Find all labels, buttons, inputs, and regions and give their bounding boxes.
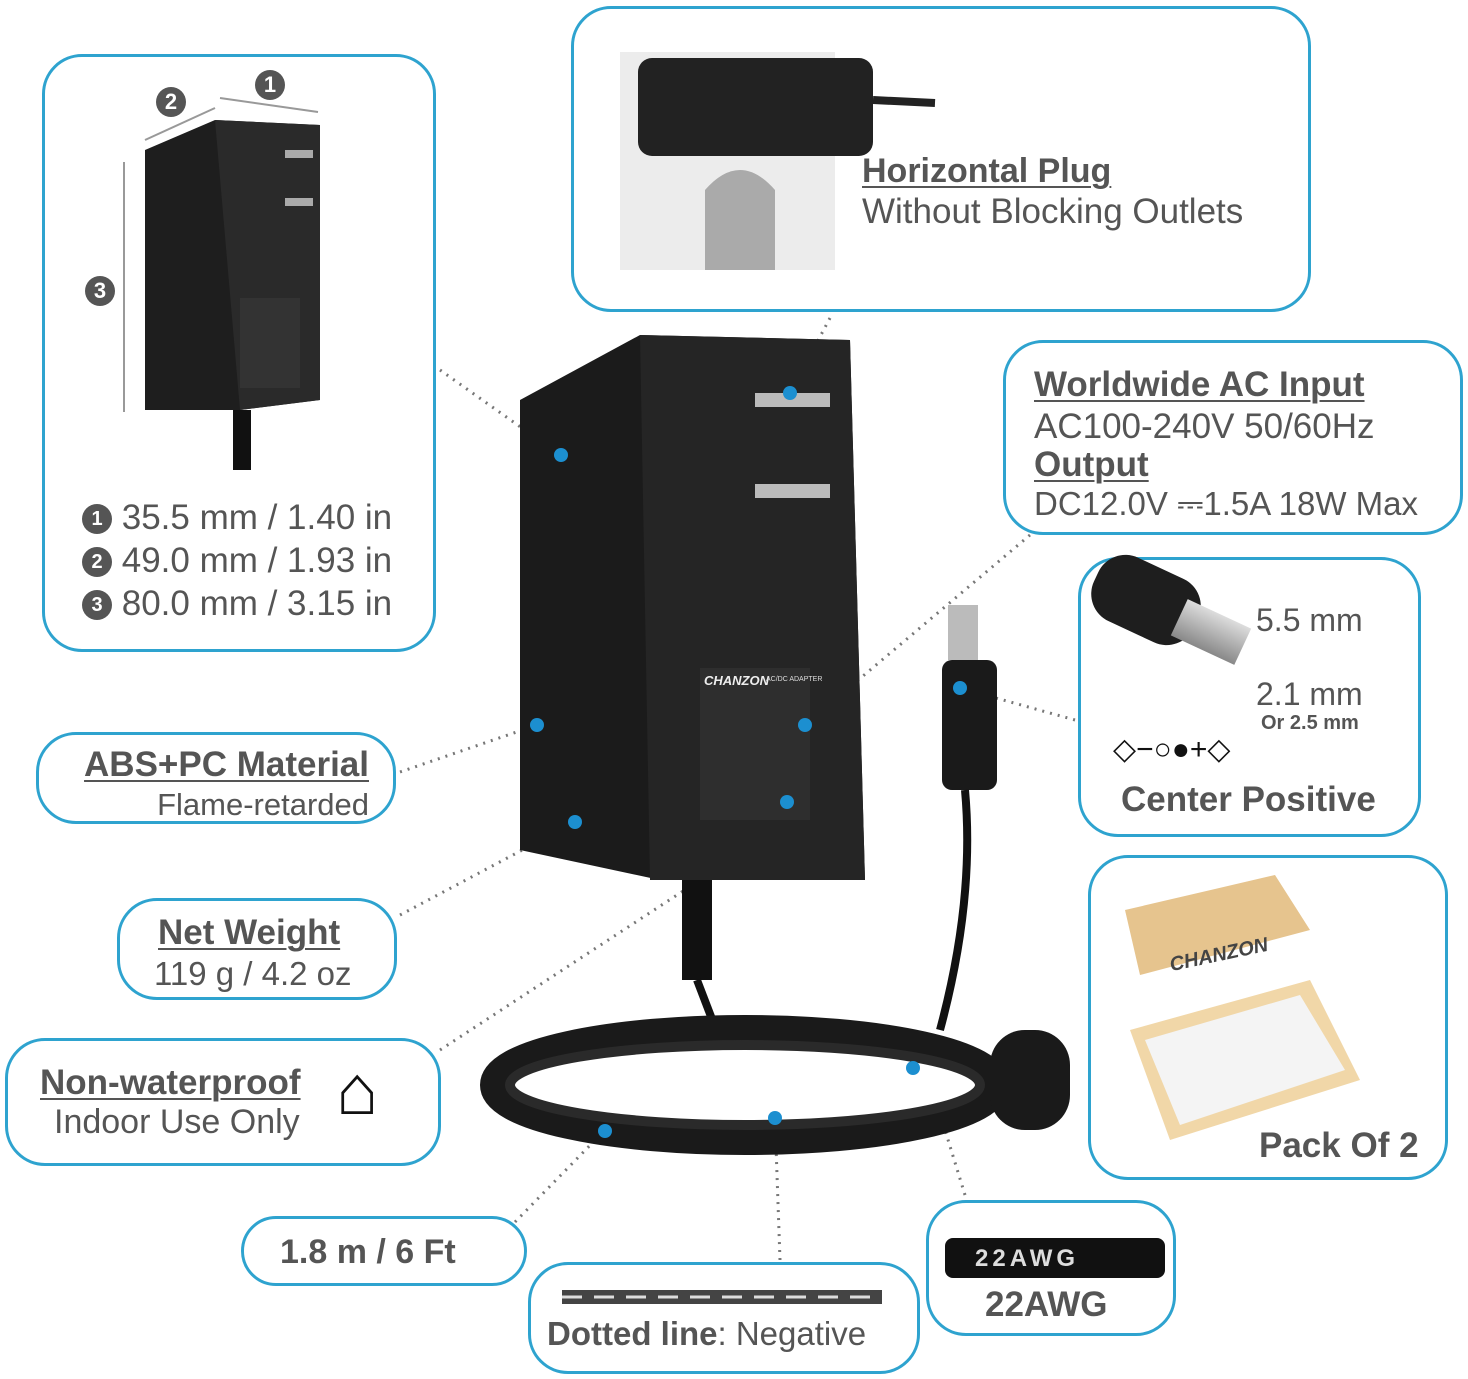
weight-card: Net Weight 119 g / 4.2 oz: [117, 898, 397, 1000]
polarity-line-title: Dotted line: [547, 1315, 718, 1352]
pack-label: Pack Of 2: [1259, 1126, 1419, 1165]
marker-dot: [906, 1061, 920, 1075]
pack-card: CHANZON Pack Of 2: [1088, 855, 1448, 1180]
horizontal-plug-card: [571, 6, 1311, 312]
material-card: ABS+PC Material Flame-retarded: [36, 732, 396, 824]
horizontal-plug-title: Horizontal Plug: [862, 152, 1112, 190]
cable-length-card: 1.8 m / 6 Ft: [241, 1216, 527, 1286]
dimension-marker-2: 2: [156, 87, 186, 117]
adapter-type-label: AC/DC ADAPTER: [766, 676, 823, 683]
waterproof-title: Non-waterproof: [40, 1063, 301, 1102]
wire-print: 22AWG: [975, 1245, 1080, 1272]
ac-input-card: Worldwide AC Input AC100-240V 50/60Hz Ou…: [1003, 340, 1463, 535]
marker-dot: [530, 718, 544, 732]
marker-dot: [953, 681, 967, 695]
output-title: Output: [1034, 445, 1149, 484]
dimension-marker-1: 1: [255, 70, 285, 100]
gauge-card: 22AWG 22AWG: [926, 1200, 1176, 1336]
box-brand-logo: CHANZON: [1167, 933, 1271, 977]
main-adapter: [480, 335, 1070, 1155]
connector-card: 5.5 mm 2.1 mm Or 2.5 mm ◇−○●+◇ Center Po…: [1078, 545, 1421, 837]
weight-value: 119 g / 4.2 oz: [154, 955, 352, 992]
material-title: ABS+PC Material: [84, 745, 369, 784]
house-icon: ⌂: [336, 1051, 379, 1129]
waterproof-card: Non-waterproof Indoor Use Only ⌂: [5, 1038, 441, 1166]
dc-plug-tip: [1170, 599, 1252, 665]
dimension-number: 2: [82, 547, 112, 577]
dimension-marker-3: 3: [85, 276, 115, 306]
horizontal-plug-subtitle: Without Blocking Outlets: [862, 192, 1244, 231]
material-subtitle: Flame-retarded: [157, 787, 369, 822]
dimension-value: 35.5 mm / 1.40 in: [121, 498, 393, 537]
weight-title: Net Weight: [158, 913, 341, 952]
marker-dot: [768, 1111, 782, 1125]
dimension-value: 49.0 mm / 1.93 in: [121, 541, 393, 580]
dimension-item: 3 80.0 mm / 3.15 in: [82, 582, 392, 625]
dimension-item: 1 35.5 mm / 1.40 in: [82, 496, 392, 539]
ac-input-title: Worldwide AC Input: [1034, 365, 1365, 404]
marker-dot: [598, 1124, 612, 1138]
dimensions-card: [42, 54, 436, 652]
marker-dot: [554, 448, 568, 462]
dimension-value: 80.0 mm / 3.15 in: [121, 584, 393, 623]
polarity-line-text: Dotted line: Negative: [547, 1315, 866, 1353]
leader-lines: [399, 317, 1076, 1261]
inner-diameter: 2.1 mm: [1256, 676, 1363, 712]
gauge-label: 22AWG: [985, 1285, 1108, 1324]
inner-diameter-alt: Or 2.5 mm: [1261, 712, 1359, 734]
cable-length-value: 1.8 m / 6 Ft: [280, 1233, 456, 1271]
dimension-number: 3: [82, 590, 112, 620]
marker-dot: [780, 795, 794, 809]
marker-dot: [568, 815, 582, 829]
adapter-side-view: [123, 97, 320, 470]
polarity-line-desc: : Negative: [717, 1315, 867, 1352]
marker-dot: [798, 718, 812, 732]
dimension-item: 2 49.0 mm / 1.93 in: [82, 539, 392, 582]
packaging-box-photo: [1125, 875, 1360, 1140]
ac-input-value: AC100-240V 50/60Hz: [1034, 407, 1375, 446]
dimension-number: 1: [82, 504, 112, 534]
waterproof-subtitle: Indoor Use Only: [54, 1103, 300, 1141]
polarity-line-card: Dotted line: Negative: [528, 1262, 920, 1374]
polarity-label: Center Positive: [1121, 780, 1376, 819]
marker-dot: [783, 386, 797, 400]
output-value: DC12.0V ⎓1.5A 18W Max: [1034, 485, 1419, 522]
polarity-symbol-icon: ◇−○●+◇: [1113, 733, 1231, 766]
awg-wire-sample: [945, 1238, 1165, 1278]
outlet-photo: [620, 52, 936, 270]
dimension-list: 1 35.5 mm / 1.40 in 2 49.0 mm / 1.93 in …: [82, 496, 392, 625]
adapter-brand-label: CHANZON: [704, 673, 769, 688]
outer-diameter: 5.5 mm: [1256, 602, 1363, 638]
